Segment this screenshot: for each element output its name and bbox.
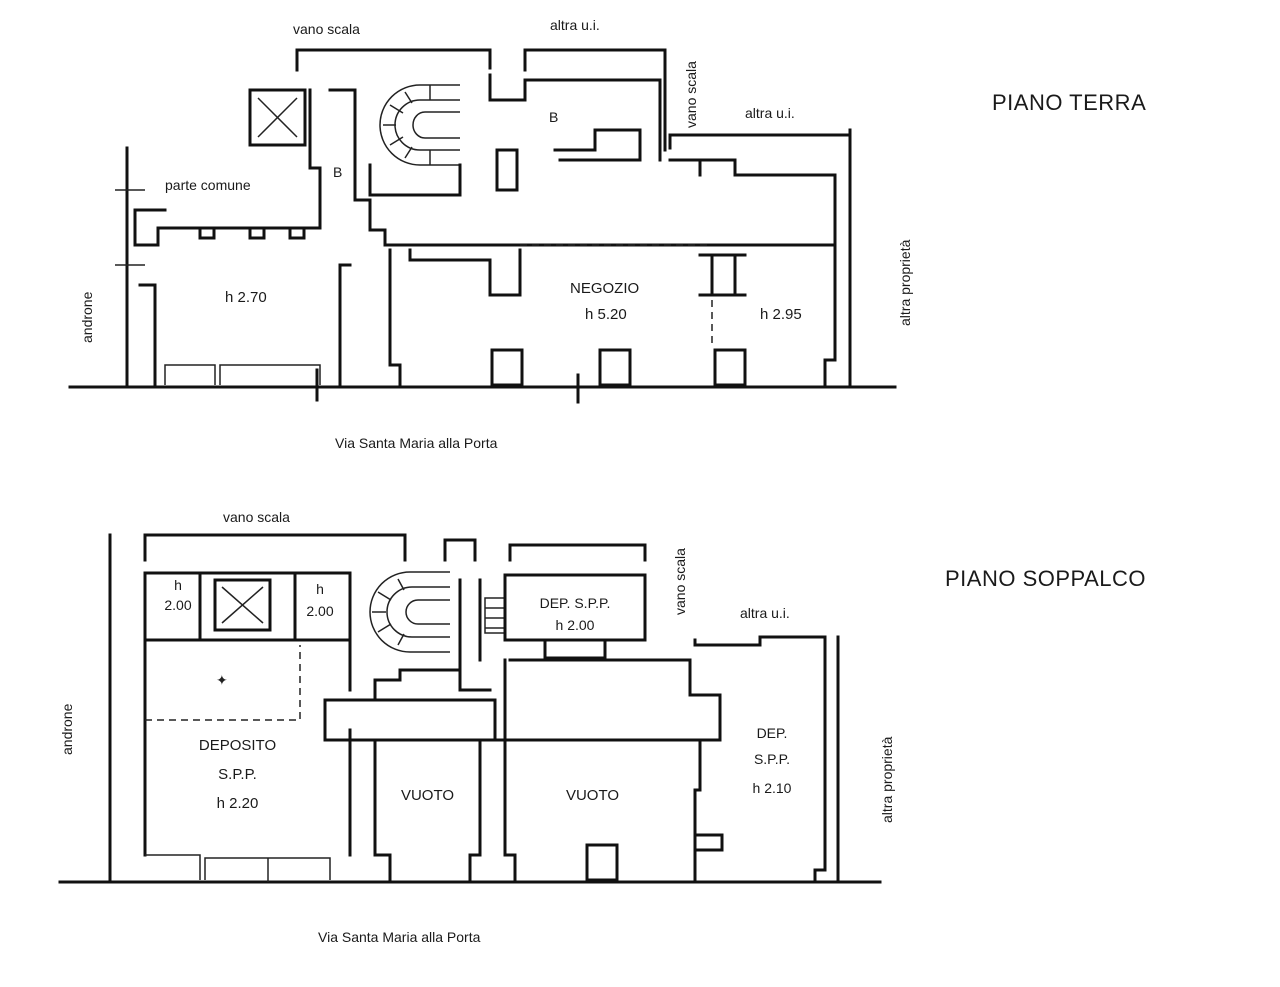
gf-other-unit-right-label: altra u.i. [745,105,795,121]
mezzanine-title: PIANO SOPPALCO [945,566,1146,591]
gf-spiral-stair [379,84,460,166]
gf-shop-label: NEGOZIO [570,280,640,297]
gf-androne-label: androne [79,291,95,343]
ground-floor-title: PIANO TERRA [992,90,1147,115]
mz-stair-top-label: vano scala [223,509,290,525]
mz-deposit-label: DEPOSITO [198,737,277,754]
mz-cell-left-value-label: 2.00 [164,597,192,613]
mz-cell-right-value-label: 2.00 [306,603,334,619]
gf-room-height-label: h 2.70 [225,289,267,306]
gf-stair-top-label: vano scala [293,21,360,37]
mz-dep-top-label: DEP. S.P.P. [539,595,611,611]
gf-elevator [248,88,307,147]
gf-stair-right-label: vano scala [683,61,699,128]
mz-void-1-label: VUOTO [400,787,455,804]
gf-common-area-label: parte comune [165,177,251,193]
mz-stair-right-label: vano scala [672,548,688,615]
mz-void-2-label: VUOTO [565,787,620,804]
mz-dep-right-spp-label: S.P.P. [753,751,791,767]
mz-cell-right-h-label: h [316,581,324,597]
gf-street-label: Via Santa Maria alla Porta [335,435,498,451]
mz-androne-label: androne [59,703,75,755]
mz-deposit-spp-label: S.P.P. [218,766,257,783]
gf-other-unit-top-label: altra u.i. [550,17,600,33]
gf-side-room-height-label: h 2.95 [760,306,802,323]
mz-dep-right-label: DEP. [756,725,788,741]
gf-b-left-label: B [333,164,343,180]
mz-dep-right-height-label: h 2.10 [752,780,792,796]
mz-deposit-height-label: h 2.20 [216,795,259,812]
gf-b-right-label: B [549,109,559,125]
gf-other-property-label: altra proprietà [897,239,913,326]
gf-shop-height-label: h 5.20 [585,306,627,323]
mz-other-property-label: altra proprietà [879,736,895,823]
mz-street-label: Via Santa Maria alla Porta [318,929,481,945]
mz-other-unit-label: altra u.i. [740,605,790,621]
mz-cell-left-h-label: h [174,577,182,593]
mz-dep-top-height-label: h 2.00 [555,617,595,633]
